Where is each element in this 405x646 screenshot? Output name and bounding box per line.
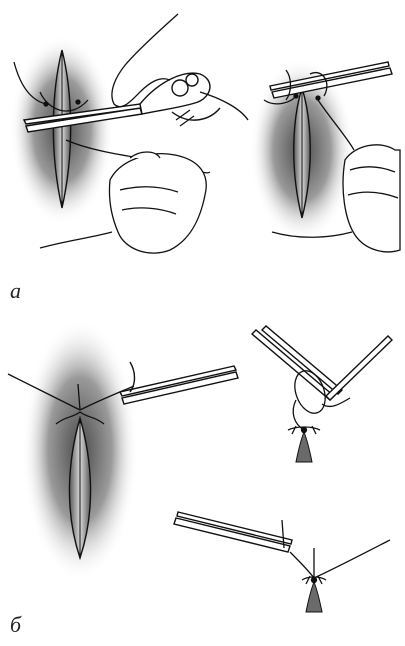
panel-a-right-scene xyxy=(250,58,400,252)
wound-incision-icon xyxy=(306,582,322,612)
panel-a xyxy=(10,14,400,253)
needle-holder-icon xyxy=(120,362,238,404)
panel-b xyxy=(8,318,392,612)
panel-b-right-top-scene xyxy=(252,326,392,462)
suture-thread-icon xyxy=(282,520,390,578)
panel-b-left-scene xyxy=(8,318,238,582)
scissors-icon xyxy=(252,326,392,400)
needle-holder-icon xyxy=(174,512,292,552)
panel-a-left-scene xyxy=(10,14,248,253)
panel-label-a: а xyxy=(10,278,21,304)
wound-incision-icon xyxy=(296,432,312,462)
panel-label-b: б xyxy=(10,612,21,638)
panel-b-right-bottom-scene xyxy=(174,512,390,612)
